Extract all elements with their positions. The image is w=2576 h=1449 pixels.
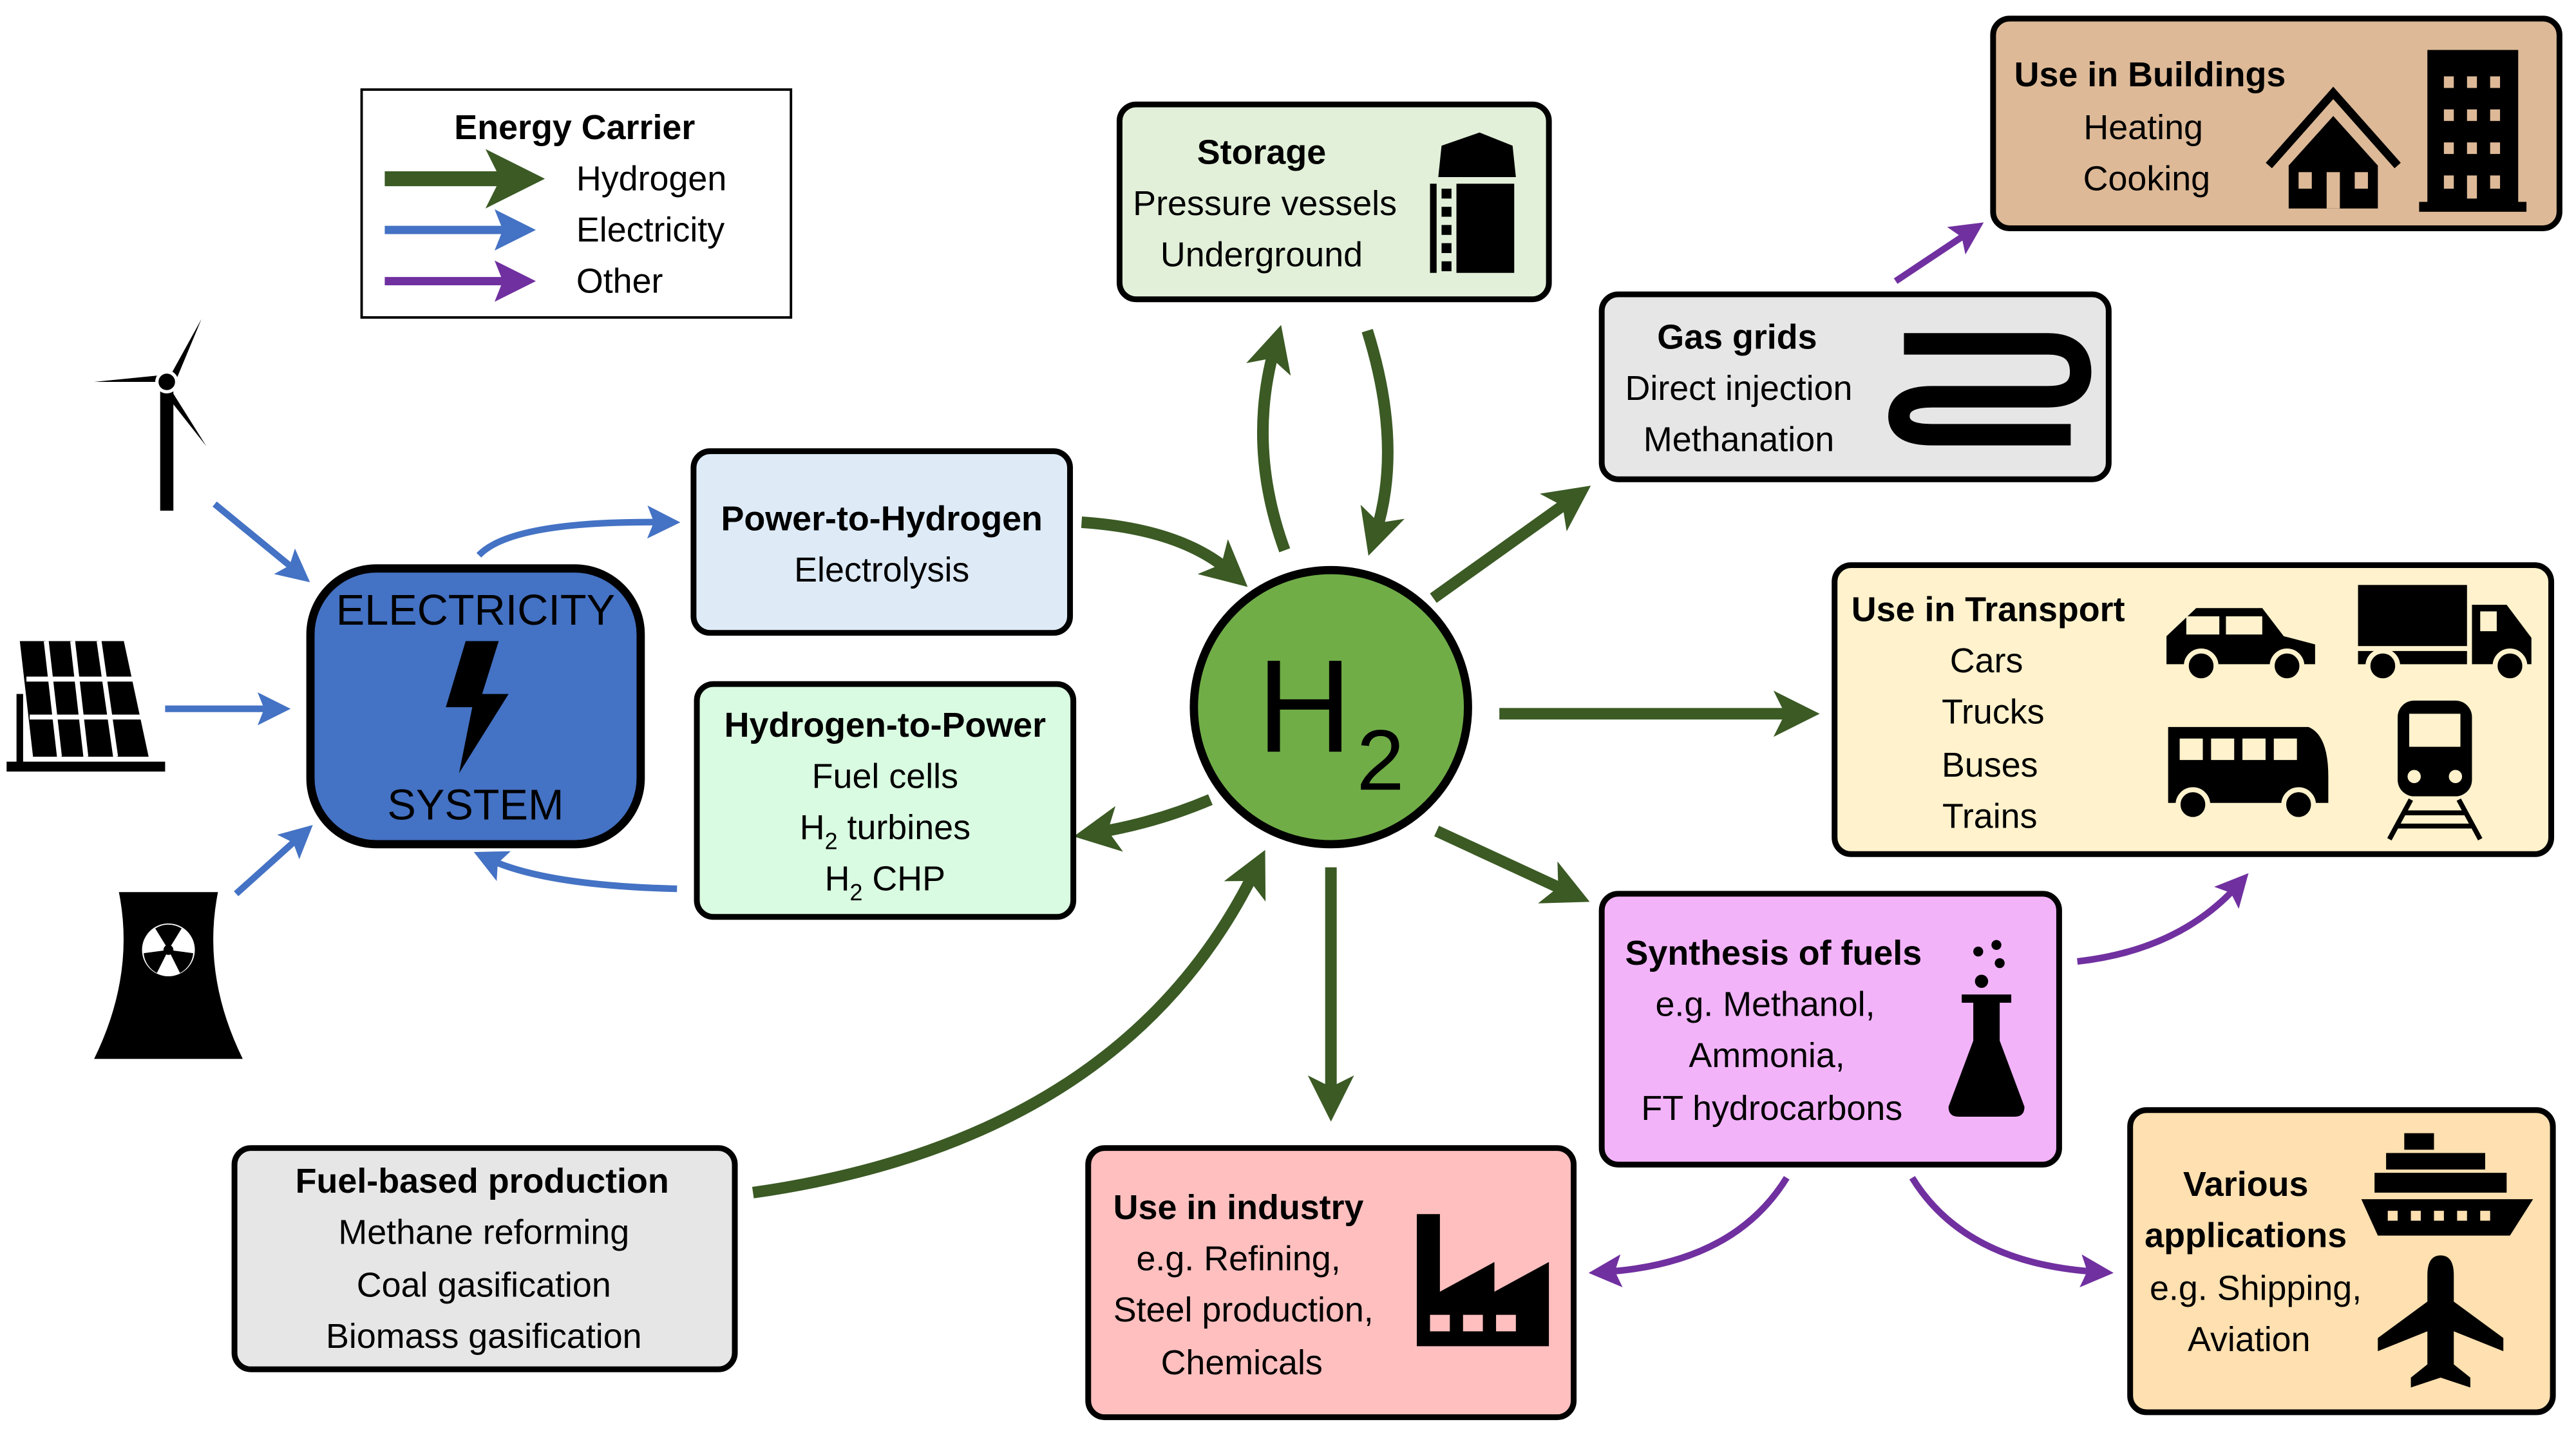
node-item-turbines: H2 turbines: [800, 808, 971, 854]
node-item: FT hydrocarbons: [1641, 1089, 1902, 1128]
node-title: Power-to-Hydrogen: [721, 500, 1043, 538]
node-title: Storage: [1197, 133, 1326, 171]
lightning-bolt-icon: [446, 641, 509, 773]
h2-to-synthesis-arrow: [1434, 826, 1590, 904]
node-item: Heating: [2083, 108, 2203, 147]
synthesis-to-various-arrow: [1909, 1176, 2114, 1287]
hub-symbol: H: [1257, 632, 1352, 780]
electricity-to-p2h-arrow: [476, 505, 681, 558]
factory-icon: [1417, 1214, 1549, 1347]
node-item: Direct injection: [1625, 369, 1852, 408]
house-icon: [2266, 86, 2401, 209]
hydrogen-hub: H 2: [1189, 565, 1472, 849]
node-item: Biomass gasification: [326, 1317, 642, 1356]
node-item: Trains: [1942, 797, 2038, 835]
industry-node: Use in industry e.g. Refining, Steel pro…: [1085, 1145, 1577, 1421]
node-item: Steel production,: [1113, 1291, 1374, 1329]
node-title: Use in industry: [1113, 1188, 1364, 1227]
node-item: Trucks: [1942, 693, 2045, 732]
legend-label: Other: [576, 261, 663, 300]
node-item: Underground: [1160, 235, 1363, 274]
node-item-chp: H2 CHP: [825, 860, 945, 905]
node-title: Use in Transport: [1852, 591, 2125, 629]
synthesis-to-transport-arrow: [2077, 873, 2249, 965]
apartment-building-icon: [2419, 50, 2527, 212]
electricity-system-line1: ELECTRICITY: [336, 587, 615, 634]
node-item: Ammonia,: [1689, 1036, 1844, 1075]
fuel-based-to-h2-arrow: [752, 849, 1266, 1198]
nuclear-to-electricity-arrow: [234, 824, 313, 896]
node-title: Use in Buildings: [2014, 55, 2286, 94]
ship-icon: [2361, 1133, 2533, 1236]
h2p-to-electricity-arrow: [473, 851, 677, 893]
solar-panel-icon: [6, 640, 166, 772]
storage-node: Storage Pressure vessels Underground: [1116, 101, 1552, 303]
node-item: Methane reforming: [338, 1213, 629, 1251]
fuel-based-production-node: Fuel-based production Methane reforming …: [231, 1145, 738, 1372]
node-title: Hydrogen-to-Power: [724, 706, 1046, 744]
node-item: Cars: [1950, 641, 2023, 680]
power-to-hydrogen-node: Power-to-Hydrogen Electrolysis: [690, 448, 1074, 636]
legend-label: Hydrogen: [576, 160, 726, 198]
h2-to-gas-grids-arrow: [1430, 486, 1591, 603]
p2h-to-h2-arrow: [1081, 516, 1248, 587]
hydrogen-arrows: [752, 325, 1820, 1198]
node-title: Gas grids: [1657, 318, 1817, 357]
node-item: e.g. Shipping,: [2150, 1269, 2362, 1308]
truck-icon: [2358, 585, 2532, 683]
node-item: e.g. Refining,: [1136, 1239, 1340, 1278]
hydrogen-to-power-node: Hydrogen-to-Power Fuel cells H2 turbines…: [694, 681, 1077, 920]
node-title: applications: [2145, 1217, 2347, 1255]
storage-to-h2-arrow: [1360, 328, 1405, 556]
buildings-node: Use in Buildings Heating Cooking: [1990, 15, 2562, 231]
airplane-icon: [2378, 1255, 2504, 1388]
transport-node: Use in Transport Cars Trucks Buses Train…: [1832, 562, 2555, 857]
node-item: Chemicals: [1161, 1343, 1323, 1382]
node-item: Coal gasification: [357, 1265, 611, 1304]
node-title: Synthesis of fuels: [1625, 934, 1922, 972]
bus-icon: [2168, 726, 2329, 822]
electricity-system-line2: SYSTEM: [387, 781, 564, 829]
node-title: Fuel-based production: [296, 1162, 669, 1200]
flask-icon: [1948, 940, 2025, 1117]
h2-to-storage-arrow: [1246, 325, 1291, 553]
node-item: Fuel cells: [812, 757, 958, 796]
legend-title: Energy Carrier: [454, 108, 695, 147]
legend: Energy Carrier Hydrogen Electricity Othe…: [360, 88, 793, 319]
synthesis-node: Synthesis of fuels e.g. Methanol, Ammoni…: [1598, 891, 2062, 1168]
electricity-system-node: ELECTRICITY SYSTEM: [306, 564, 645, 849]
hub-subscript: 2: [1357, 712, 1405, 808]
nuclear-plant-icon: [94, 892, 243, 1059]
various-applications-node: Various applications e.g. Shipping, Avia…: [2127, 1107, 2556, 1416]
wind-turbine-icon: [94, 319, 207, 511]
h2-to-h2p-arrow: [1074, 794, 1213, 852]
node-item: Electrolysis: [794, 551, 969, 589]
train-icon: [2387, 700, 2483, 841]
node-item: Buses: [1942, 746, 2038, 784]
node-item: Pressure vessels: [1133, 184, 1397, 223]
synthesis-to-industry-arrow: [1588, 1176, 1790, 1287]
wind-to-electricity-arrow: [213, 501, 310, 583]
node-item: Methanation: [1643, 421, 1834, 459]
other-arrows: [1588, 222, 2249, 1287]
node-item: e.g. Methanol,: [1655, 985, 1875, 1024]
node-item: Aviation: [2188, 1320, 2311, 1359]
node-item: Cooking: [2083, 160, 2211, 198]
gas-grids-to-buildings-arrow: [1893, 222, 1984, 284]
electricity-arrows: [165, 501, 681, 896]
gas-grids-node: Gas grids Direct injection Methanation: [1598, 291, 2112, 482]
car-icon: [2166, 608, 2315, 683]
pipeline-icon: [1888, 333, 2092, 446]
node-title: Various: [2183, 1165, 2308, 1204]
legend-label: Electricity: [576, 211, 724, 249]
storage-tank-icon: [1430, 132, 1516, 273]
